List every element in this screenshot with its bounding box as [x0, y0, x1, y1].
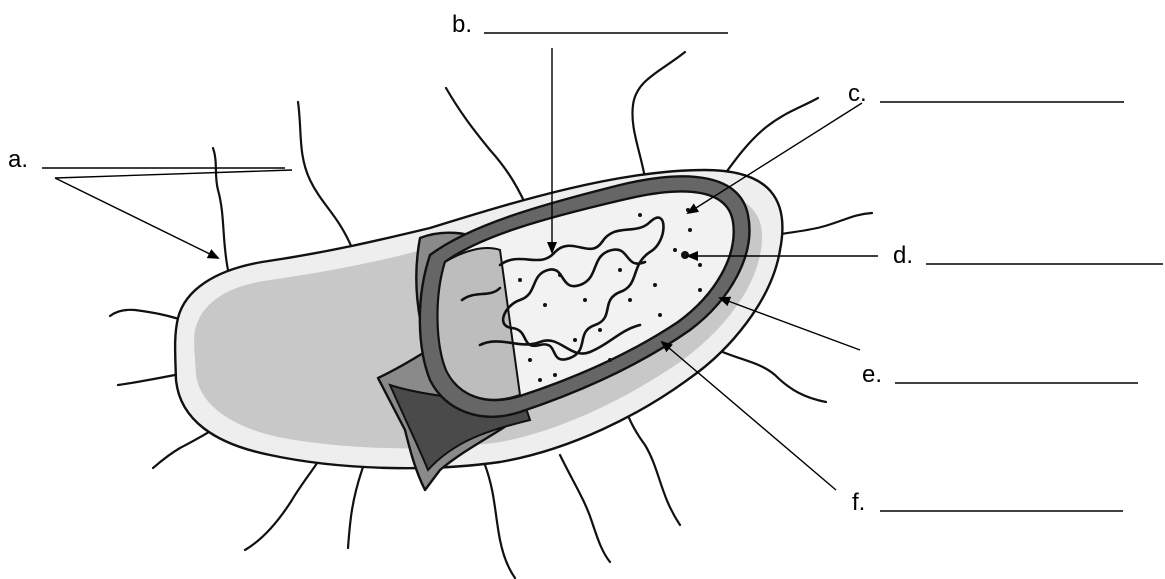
label-d: d.	[893, 242, 1163, 269]
flagellum	[718, 350, 826, 402]
label-c-letter: c.	[848, 80, 867, 107]
leader-a	[55, 178, 218, 258]
label-e-letter: e.	[862, 361, 882, 388]
label-f: f.	[852, 489, 1123, 516]
leader-a-secondary	[55, 170, 292, 178]
flagellum	[722, 98, 818, 178]
label-e: e.	[862, 361, 1138, 388]
label-c: c.	[848, 80, 1124, 107]
label-b: b.	[452, 11, 728, 38]
label-d-letter: d.	[893, 242, 913, 269]
label-b-letter: b.	[452, 11, 472, 38]
flagellum	[298, 102, 352, 248]
flagellum	[560, 455, 610, 562]
flagellum	[446, 88, 530, 215]
label-f-letter: f.	[852, 489, 865, 516]
flagellum	[632, 52, 685, 178]
flagellum	[485, 465, 515, 578]
flagellum	[213, 148, 228, 270]
leader-f	[662, 342, 836, 490]
label-a-letter: a.	[8, 146, 28, 173]
label-a: a.	[8, 146, 285, 173]
